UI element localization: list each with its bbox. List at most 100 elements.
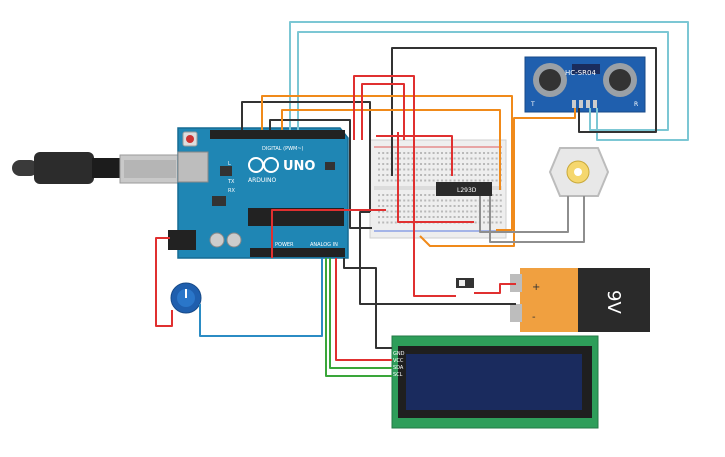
breadboard-hole[interactable] [449, 199, 452, 202]
wire-orange-2[interactable] [281, 109, 501, 190]
breadboard-hole[interactable] [394, 216, 397, 218]
breadboard-hole[interactable] [390, 199, 393, 202]
breadboard-hole[interactable] [491, 157, 494, 160]
breadboard-hole[interactable] [407, 163, 410, 165]
breadboard-hole[interactable] [483, 152, 485, 154]
wire-cyan-2[interactable] [297, 31, 669, 131]
breadboard-hole[interactable] [453, 210, 456, 213]
breadboard-hole[interactable] [499, 210, 502, 213]
breadboard-hole[interactable] [449, 168, 452, 171]
breadboard-hole[interactable] [403, 174, 406, 176]
potentiometer[interactable] [170, 282, 202, 314]
breadboard-hole[interactable] [445, 199, 448, 202]
breadboard-hole[interactable] [495, 221, 498, 224]
breadboard-hole[interactable] [436, 205, 439, 207]
breadboard-hole[interactable] [474, 157, 477, 160]
breadboard-hole[interactable] [436, 216, 439, 218]
breadboard-hole[interactable] [483, 168, 485, 171]
breadboard-hole[interactable] [487, 168, 490, 171]
wire-red-7[interactable] [155, 237, 173, 327]
breadboard-hole[interactable] [403, 179, 406, 182]
breadboard-hole[interactable] [462, 157, 464, 160]
breadboard-hole[interactable] [378, 216, 380, 218]
breadboard-hole[interactable] [453, 179, 456, 182]
breadboard-hole[interactable] [436, 210, 439, 213]
breadboard-hole[interactable] [491, 163, 494, 165]
breadboard-hole[interactable] [399, 205, 401, 207]
breadboard-hole[interactable] [483, 221, 485, 224]
breadboard-hole[interactable] [491, 194, 494, 196]
breadboard-hole[interactable] [499, 199, 502, 202]
wire-green-2[interactable] [325, 258, 392, 377]
breadboard-hole[interactable] [424, 168, 427, 171]
breadboard-hole[interactable] [483, 199, 485, 202]
breadboard-hole[interactable] [495, 210, 498, 213]
breadboard-hole[interactable] [441, 210, 443, 213]
breadboard-hole[interactable] [428, 216, 431, 218]
breadboard-hole[interactable] [487, 152, 490, 154]
breadboard-hole[interactable] [382, 163, 385, 165]
breadboard-hole[interactable] [382, 205, 385, 207]
breadboard-hole[interactable] [411, 163, 414, 165]
breadboard-hole[interactable] [415, 168, 418, 171]
breadboard-hole[interactable] [394, 174, 397, 176]
breadboard-hole[interactable] [449, 163, 452, 165]
breadboard-hole[interactable] [487, 157, 490, 160]
breadboard-hole[interactable] [399, 174, 401, 176]
breadboard-hole[interactable] [407, 199, 410, 202]
breadboard-hole[interactable] [403, 210, 406, 213]
breadboard-hole[interactable] [474, 174, 477, 176]
breadboard-hole[interactable] [474, 210, 477, 213]
breadboard-hole[interactable] [491, 199, 494, 202]
breadboard-hole[interactable] [415, 210, 418, 213]
breadboard-hole[interactable] [403, 152, 406, 154]
wire-cyan-1[interactable] [289, 21, 689, 141]
breadboard-hole[interactable] [382, 179, 385, 182]
breadboard-hole[interactable] [462, 168, 464, 171]
breadboard-hole[interactable] [407, 152, 410, 154]
breadboard-hole[interactable] [394, 205, 397, 207]
breadboard-hole[interactable] [415, 216, 418, 218]
breadboard-hole[interactable] [415, 179, 418, 182]
breadboard-hole[interactable] [407, 179, 410, 182]
breadboard-hole[interactable] [491, 216, 494, 218]
breadboard-hole[interactable] [487, 216, 490, 218]
breadboard-hole[interactable] [449, 179, 452, 182]
wire-black-3[interactable] [241, 101, 371, 212]
breadboard-hole[interactable] [441, 157, 443, 160]
breadboard-hole[interactable] [382, 210, 385, 213]
breadboard-hole[interactable] [415, 199, 418, 202]
breadboard-hole[interactable] [390, 194, 393, 196]
breadboard-hole[interactable] [483, 179, 485, 182]
breadboard-hole[interactable] [382, 174, 385, 176]
wire-grey-1[interactable] [479, 196, 569, 233]
breadboard-hole[interactable] [441, 152, 443, 154]
breadboard-hole[interactable] [411, 194, 414, 196]
breadboard-hole[interactable] [386, 210, 389, 213]
breadboard-hole[interactable] [411, 216, 414, 218]
breadboard-hole[interactable] [466, 152, 469, 154]
breadboard-hole[interactable] [470, 179, 473, 182]
breadboard-hole[interactable] [399, 163, 401, 165]
breadboard-hole[interactable] [420, 194, 422, 196]
breadboard-hole[interactable] [457, 179, 460, 182]
breadboard-hole[interactable] [415, 157, 418, 160]
breadboard-hole[interactable] [428, 210, 431, 213]
breadboard-hole[interactable] [411, 205, 414, 207]
breadboard-hole[interactable] [487, 221, 490, 224]
breadboard-hole[interactable] [390, 179, 393, 182]
breadboard-hole[interactable] [491, 221, 494, 224]
breadboard-hole[interactable] [420, 205, 422, 207]
breadboard-hole[interactable] [499, 205, 502, 207]
breadboard-hole[interactable] [415, 163, 418, 165]
l293d-chip[interactable] [436, 182, 492, 196]
breadboard-hole[interactable] [424, 163, 427, 165]
breadboard-hole[interactable] [420, 152, 422, 154]
breadboard-hole[interactable] [399, 179, 401, 182]
breadboard-hole[interactable] [407, 168, 410, 171]
breadboard-hole[interactable] [445, 174, 448, 176]
breadboard-hole[interactable] [436, 179, 439, 182]
breadboard-hole[interactable] [445, 210, 448, 213]
breadboard-hole[interactable] [386, 163, 389, 165]
wire-green-1[interactable] [329, 258, 392, 369]
